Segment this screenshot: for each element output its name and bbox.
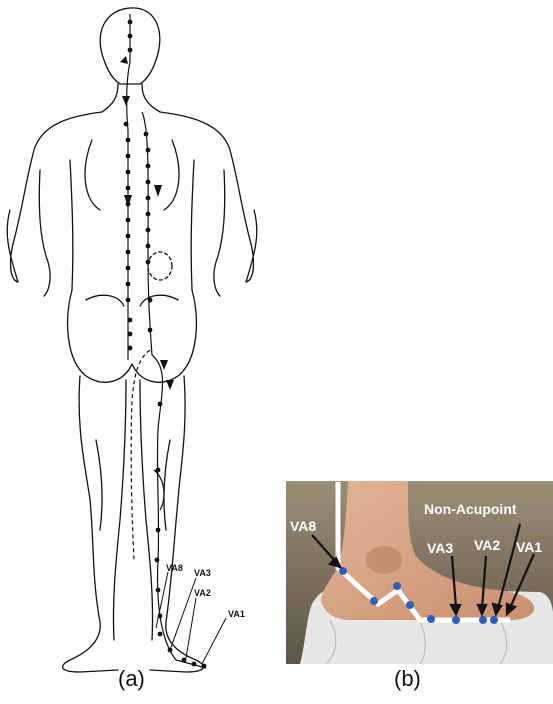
ankle-shading <box>366 546 402 574</box>
flank-outline <box>70 160 194 290</box>
right-leg-outline <box>140 376 203 672</box>
buttocks-outline <box>68 290 197 382</box>
left-leg-outline <box>63 376 126 672</box>
scapula-lines <box>85 140 179 210</box>
label-a-va2: VA2 <box>194 588 211 598</box>
neck-outline <box>102 84 160 112</box>
labels-a: VA8 VA3 VA2 VA1 <box>166 563 245 619</box>
label-b-va8: VA8 <box>290 518 316 534</box>
panel-b-caption: (b) <box>394 666 421 692</box>
body-back-illustration <box>7 8 257 672</box>
label-b-va3: VA3 <box>427 540 453 556</box>
label-b-va2: VA2 <box>474 537 500 553</box>
kidney-marker <box>148 252 172 280</box>
foot-photo: VA8 Non-Acupoint VA3 VA2 VA1 <box>286 481 553 664</box>
panel-a-caption: (a) <box>118 666 145 692</box>
label-a-va8: VA8 <box>166 563 183 573</box>
left-arm-outline <box>7 170 50 296</box>
right-arm-outline <box>214 170 257 296</box>
label-b-non-acupoint: Non-Acupoint <box>424 501 517 517</box>
torso-outline <box>11 112 254 282</box>
label-a-va1: VA1 <box>228 609 245 619</box>
label-b-va1: VA1 <box>516 539 542 555</box>
label-a-va3: VA3 <box>194 568 211 578</box>
